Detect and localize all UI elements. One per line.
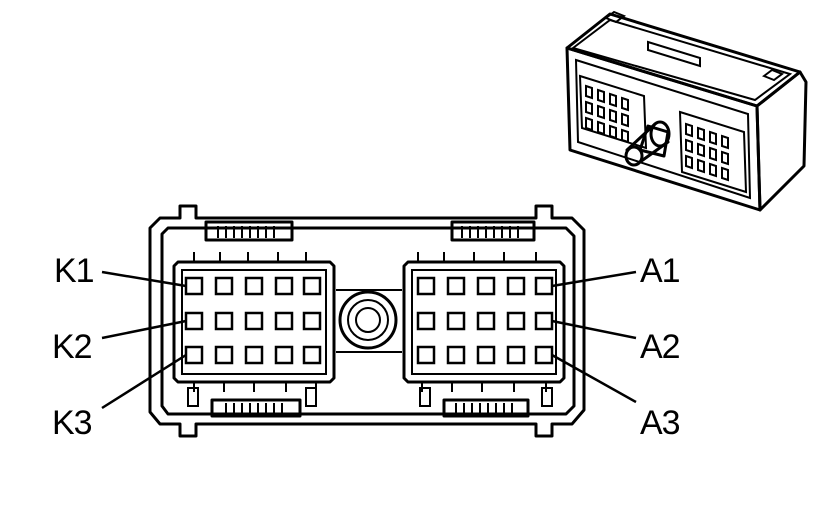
cavity-a3 — [534, 345, 554, 365]
cavity-block-k — [172, 252, 336, 407]
pin-labels: K1 K2 K3 A1 A2 A3 — [52, 252, 681, 442]
connector-isometric-view — [565, 10, 808, 212]
cavity — [274, 345, 294, 365]
cavity — [244, 276, 264, 296]
iso-center-bolt — [624, 120, 671, 167]
cavity — [302, 311, 322, 331]
k-cavities — [184, 276, 322, 365]
leader-a3 — [551, 353, 637, 404]
cavity — [214, 345, 234, 365]
cavity — [506, 345, 526, 365]
cavity — [476, 345, 496, 365]
cavity-k2 — [184, 311, 204, 331]
latch-top-right — [450, 220, 536, 242]
label-a3: A3 — [640, 404, 680, 442]
leader-k3 — [101, 353, 187, 410]
iso-cavity-block-left — [578, 74, 648, 150]
cavity-block-a — [402, 252, 566, 407]
cavity — [214, 276, 234, 296]
cavity — [476, 311, 496, 331]
cavity — [416, 276, 436, 296]
cavity — [506, 311, 526, 331]
cavity — [244, 311, 264, 331]
cavity — [214, 311, 234, 331]
cavity-k3 — [184, 345, 204, 365]
cavity — [446, 345, 466, 365]
center-bolt — [336, 289, 402, 353]
cavity — [446, 311, 466, 331]
cavity — [476, 276, 496, 296]
cavity — [274, 276, 294, 296]
iso-cavity-block-right — [678, 110, 748, 194]
cavity — [506, 276, 526, 296]
cavity — [416, 345, 436, 365]
leader-k2 — [101, 319, 187, 340]
cavity — [302, 276, 322, 296]
latch-bottom-right — [442, 398, 530, 418]
label-k3: K3 — [52, 404, 92, 442]
latch-bottom-left — [210, 398, 302, 418]
cavity-k1 — [184, 276, 204, 296]
leader-k1 — [101, 270, 187, 288]
leader-a2 — [551, 319, 637, 340]
cavity-a1 — [534, 276, 554, 296]
cavity — [416, 311, 436, 331]
a-cavities — [416, 276, 554, 365]
connector-face-view — [148, 204, 586, 438]
label-a1: A1 — [640, 252, 680, 290]
leader-lines — [101, 270, 637, 410]
latch-top-left — [204, 220, 294, 242]
cavity — [302, 345, 322, 365]
label-k2: K2 — [52, 328, 92, 366]
leader-a1 — [551, 270, 637, 288]
label-k1: K1 — [54, 252, 94, 290]
cavity — [274, 311, 294, 331]
cavity — [244, 345, 264, 365]
cavity — [446, 276, 466, 296]
cavity-a2 — [534, 311, 554, 331]
label-a2: A2 — [640, 328, 680, 366]
